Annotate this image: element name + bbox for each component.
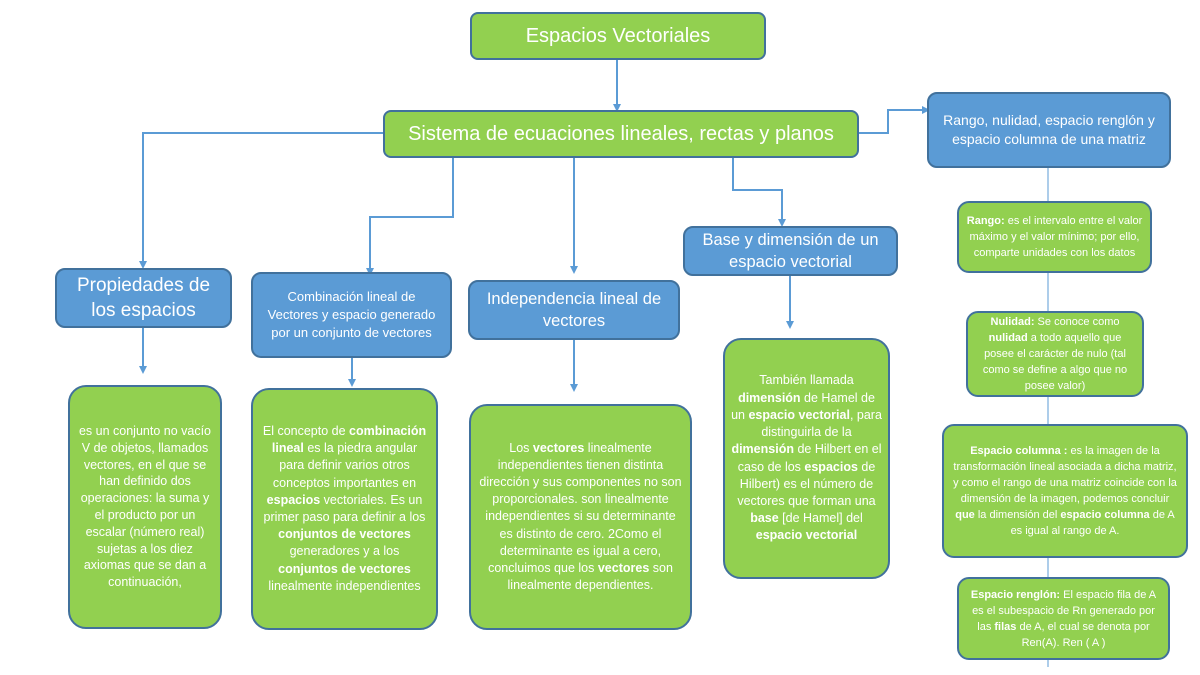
bold-text-segment: Rango: <box>966 215 1005 227</box>
text-segment: de A, el cual se denota por Ren(A). Ren … <box>1016 620 1150 649</box>
branch-propiedades-heading: Propiedades de los espacios <box>55 268 232 328</box>
branch-base-description: También llamada dimensión de Hamel de un… <box>723 338 890 579</box>
branch-combinacion-description: El concepto de combinación lineal es la … <box>251 388 438 630</box>
bold-text-segment: que <box>955 509 975 521</box>
text-segment: vectoriales. Es un primer paso para defi… <box>263 492 426 524</box>
bold-text-segment: dimensión <box>738 390 801 405</box>
bold-text-segment: nulidad <box>988 332 1028 344</box>
branch-combinacion-description-text: El concepto de combinación lineal es la … <box>259 423 430 595</box>
main-topic-node: Sistema de ecuaciones lineales, rectas y… <box>383 110 859 158</box>
branch-combinacion-heading: Combinación lineal de Vectores y espacio… <box>251 272 452 358</box>
branch-base-heading-text: Base y dimensión de un espacio vectorial <box>702 231 879 271</box>
rango-definition-text: Rango: es el intervalo entre el valor má… <box>965 213 1144 261</box>
text-segment: Se conoce como <box>1034 316 1120 328</box>
text-segment: Los <box>509 440 533 455</box>
nulidad-definition-box: Nulidad: Se conoce como nulidad a todo a… <box>966 311 1144 397</box>
espacio-columna-definition-text: Espacio columna : es la imagen de la tra… <box>950 443 1180 539</box>
branch-base-description-text: También llamada dimensión de Hamel de un… <box>731 372 882 544</box>
text-segment: [de Hamel] del <box>778 511 863 526</box>
diagram-title-text: Espacios Vectoriales <box>525 24 711 47</box>
text-segment: son linealmente dependientes. <box>507 561 673 593</box>
connector-main-to-combinacion <box>366 158 454 276</box>
text-segment: de A es igual al rango de A. <box>1010 509 1175 537</box>
bold-text-segment: espacios <box>804 459 858 474</box>
text-segment: de Hilbert en el caso de los <box>737 442 882 474</box>
branch-independencia-description: Los vectores linealmente independientes … <box>469 404 692 630</box>
bold-text-segment: espacio vectorial <box>755 528 858 543</box>
bold-text-segment: conjuntos de vectores <box>278 561 411 576</box>
text-segment: El espacio fila de A es el subespacio de… <box>972 588 1157 633</box>
bold-text-segment: filas <box>994 620 1017 633</box>
text-segment: a todo aquello que posee el carácter de … <box>982 332 1128 392</box>
text-segment: es el intervalo entre el valor máximo y … <box>969 215 1143 259</box>
text-segment: la dimensión del <box>974 509 1061 521</box>
bold-text-segment: espacio columna <box>1060 509 1150 521</box>
text-segment: generadores y a los <box>289 544 400 559</box>
branch-independencia-description-text: Los vectores linealmente independientes … <box>477 440 684 595</box>
connector-main-to-propiedades <box>139 132 385 269</box>
branch-rango-heading-text: Rango, nulidad, espacio renglón y espaci… <box>943 112 1155 147</box>
connector-main-to-base <box>732 158 786 227</box>
text-segment: es un conjunto no vacío V de objetos, ll… <box>78 424 212 590</box>
diagram-title: Espacios Vectoriales <box>470 12 766 60</box>
main-topic-text: Sistema de ecuaciones lineales, rectas y… <box>408 122 834 145</box>
bold-text-segment: conjuntos de vectores <box>278 527 411 542</box>
bold-text-segment: Espacio renglón: <box>970 588 1061 601</box>
bold-text-segment: combinación lineal <box>271 423 427 456</box>
text-segment: linealmente independientes tienen distin… <box>479 440 682 575</box>
espacio-renglon-definition-text: Espacio renglón: El espacio fila de A es… <box>965 587 1162 651</box>
text-segment: de Hilbert) es el número de vectores que… <box>737 459 876 508</box>
bold-text-segment: espacio vectorial <box>748 407 850 422</box>
branch-rango-heading: Rango, nulidad, espacio renglón y espaci… <box>927 92 1171 168</box>
text-segment: es la imagen de la transformación lineal… <box>953 445 1177 505</box>
bold-text-segment: vectores <box>597 561 650 575</box>
bold-text-segment: dimensión <box>731 442 794 457</box>
text-segment: También llamada <box>759 373 854 388</box>
text-segment: El concepto de <box>262 423 350 438</box>
text-segment: es la piedra angular para definir varios… <box>272 441 418 490</box>
bold-text-segment: vectores <box>532 440 585 455</box>
text-segment: , para distinguirla de la <box>761 407 882 440</box>
bold-text-segment: Nulidad: <box>990 316 1035 328</box>
bold-text-segment: base <box>750 511 779 526</box>
espacio-renglon-definition-box: Espacio renglón: El espacio fila de A es… <box>957 577 1170 660</box>
branch-propiedades-heading-text: Propiedades de los espacios <box>76 275 211 321</box>
connector-main-to-rango <box>857 106 930 134</box>
espacio-columna-definition-box: Espacio columna : es la imagen de la tra… <box>942 424 1188 558</box>
text-segment: linealmente independientes <box>268 578 421 593</box>
branch-independencia-heading: Independencia lineal de vectores <box>468 280 680 340</box>
nulidad-definition-text: Nulidad: Se conoce como nulidad a todo a… <box>974 314 1136 394</box>
branch-propiedades-description: es un conjunto no vacío V de objetos, ll… <box>68 385 222 629</box>
text-segment: de Hamel de un <box>731 390 875 422</box>
branch-independencia-heading-text: Independencia lineal de vectores <box>486 290 662 330</box>
branch-propiedades-description-text: es un conjunto no vacío V de objetos, ll… <box>76 423 214 591</box>
bold-text-segment: espacios <box>266 492 321 507</box>
branch-base-heading: Base y dimensión de un espacio vectorial <box>683 226 898 276</box>
rango-definition-box: Rango: es el intervalo entre el valor má… <box>957 201 1152 273</box>
bold-text-segment: Espacio columna : <box>970 445 1068 457</box>
branch-combinacion-heading-text: Combinación lineal de Vectores y espacio… <box>267 289 436 340</box>
